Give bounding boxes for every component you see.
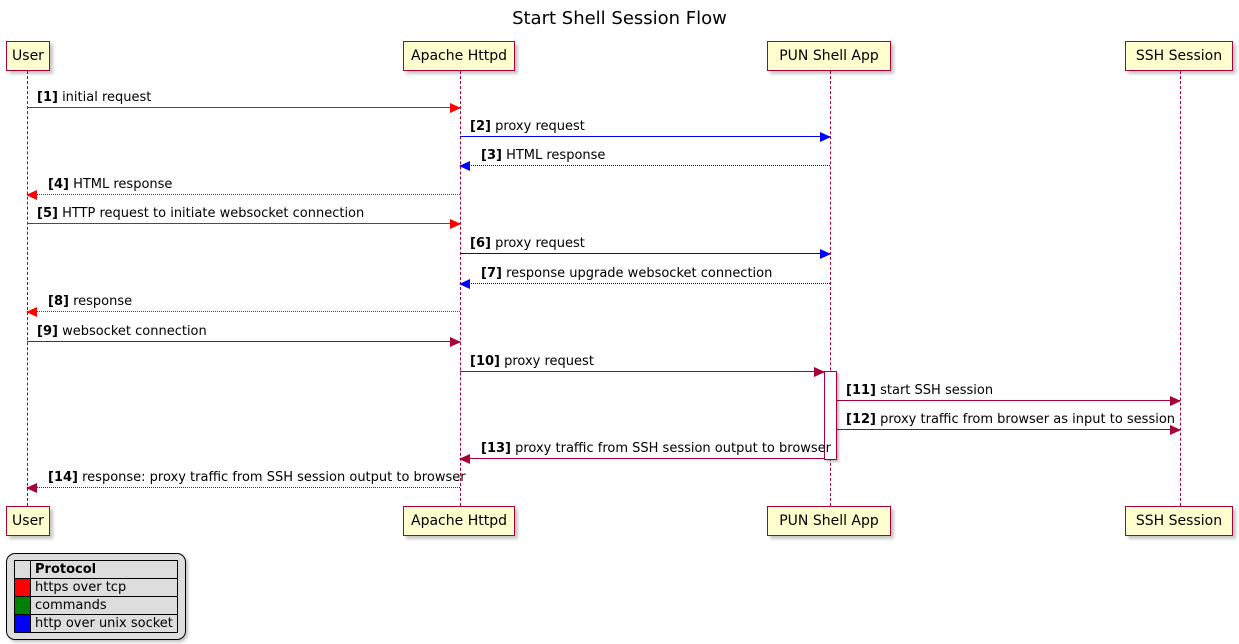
legend-swatch-1 [14,596,31,615]
arrowhead-left-icon-3 [459,161,470,171]
message-text-10: proxy request [499,354,594,369]
message-text-5: HTTP request to initiate websocket conne… [57,206,365,221]
message-line-1 [27,103,461,113]
message-number-11: [11] [846,383,876,398]
message-text-2: proxy request [490,119,585,134]
message-label-12: [12] proxy traffic from browser as input… [846,412,1175,427]
message-number-12: [12] [846,412,876,427]
message-line-6 [460,249,831,259]
lifeline-pun [830,71,831,506]
message-label-3: [3] HTML response [481,148,605,163]
participant-ssh-top[interactable]: SSH Session [1125,41,1233,71]
message-number-5: [5] [37,206,58,221]
message-label-13: [13] proxy traffic from SSH session outp… [481,441,831,456]
arrowhead-right-icon-10 [814,367,825,377]
arrowhead-left-icon-14 [26,483,37,493]
message-label-4: [4] HTML response [48,177,172,192]
message-text-12: proxy traffic from browser as input to s… [875,412,1176,427]
message-label-5: [5] HTTP request to initiate websocket c… [37,206,364,221]
participant-pun-top[interactable]: PUN Shell App [767,41,891,71]
message-line-13 [459,454,824,464]
message-text-1: initial request [57,90,152,105]
arrowhead-right-icon-9 [450,337,461,347]
message-text-4: HTML response [68,177,173,192]
participant-pun-bottom[interactable]: PUN Shell App [767,506,891,536]
message-text-9: websocket connection [57,324,207,339]
legend-swatch-0 [14,578,31,597]
participant-user-top[interactable]: User [6,41,50,71]
message-line-7 [459,279,830,289]
message-text-14: response: proxy traffic from SSH session… [77,470,466,485]
message-label-7: [7] response upgrade websocket connectio… [481,266,772,281]
legend-label-2: http over unix socket [30,614,178,633]
arrowhead-right-icon-12 [1170,425,1181,435]
legend-swatch-2 [14,614,31,633]
message-line-14 [26,483,460,493]
legend-header-label: Protocol [30,560,178,579]
arrowhead-right-icon-6 [820,249,831,259]
message-label-1: [1] initial request [37,90,151,105]
message-label-14: [14] response: proxy traffic from SSH se… [48,470,466,485]
participant-user-bottom[interactable]: User [6,506,50,536]
message-label-9: [9] websocket connection [37,324,207,339]
arrowhead-right-icon-11 [1170,396,1181,406]
message-number-10: [10] [470,354,500,369]
message-line-12 [836,425,1181,435]
message-label-2: [2] proxy request [470,119,585,134]
participant-httpd-top[interactable]: Apache Httpd [403,41,515,71]
legend-row: http over unix socket [14,614,178,633]
message-text-8: response [68,294,133,309]
message-label-6: [6] proxy request [470,236,585,251]
arrowhead-left-icon-4 [26,190,37,200]
legend-row: https over tcp [14,578,178,597]
message-line-11 [836,396,1181,406]
message-text-11: start SSH session [875,383,994,398]
message-text-6: proxy request [490,236,585,251]
message-number-3: [3] [481,148,502,163]
legend-header-swatch [14,560,31,579]
message-line-9 [27,337,461,347]
message-number-14: [14] [48,470,78,485]
message-number-2: [2] [470,119,491,134]
message-number-1: [1] [37,90,58,105]
diagram-title: Start Shell Session Flow [512,8,727,29]
participant-ssh-bottom[interactable]: SSH Session [1125,506,1233,536]
legend-header-row: Protocol [14,560,178,579]
message-number-8: [8] [48,294,69,309]
message-line-3 [459,161,830,171]
participant-httpd-bottom[interactable]: Apache Httpd [403,506,515,536]
message-line-10 [460,367,825,377]
arrowhead-left-icon-7 [459,279,470,289]
message-line-4 [26,190,460,200]
lifeline-ssh [1180,71,1181,506]
message-text-3: HTML response [501,148,606,163]
arrowhead-right-icon-2 [820,132,831,142]
legend-row: commands [14,596,178,615]
message-number-13: [13] [481,441,511,456]
message-label-11: [11] start SSH session [846,383,993,398]
message-number-6: [6] [470,236,491,251]
message-text-7: response upgrade websocket connection [501,266,773,281]
message-line-2 [460,132,831,142]
message-number-4: [4] [48,177,69,192]
arrowhead-right-icon-1 [450,103,461,113]
message-number-9: [9] [37,324,58,339]
legend-label-0: https over tcp [30,578,178,597]
message-text-13: proxy traffic from SSH session output to… [510,441,832,456]
message-label-8: [8] response [48,294,132,309]
message-number-7: [7] [481,266,502,281]
arrowhead-left-icon-13 [459,454,470,464]
lifeline-user [27,71,28,506]
legend-label-1: commands [30,596,178,615]
message-line-8 [26,307,460,317]
message-label-10: [10] proxy request [470,354,594,369]
activation-bar-pun [824,371,837,460]
message-line-5 [27,219,461,229]
arrowhead-left-icon-8 [26,307,37,317]
arrowhead-right-icon-5 [450,219,461,229]
